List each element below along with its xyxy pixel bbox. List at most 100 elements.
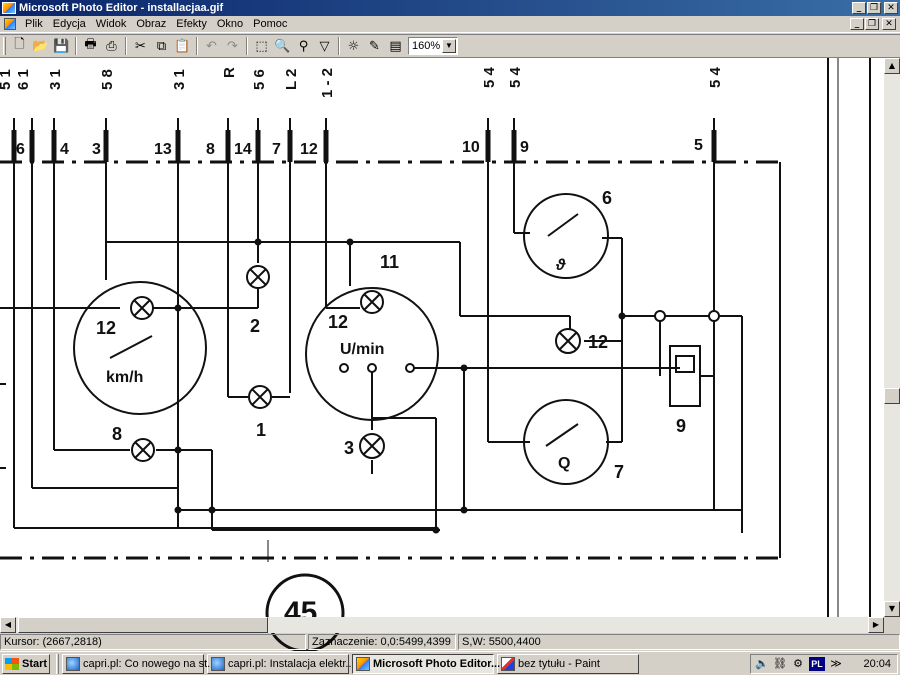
scrollbar-corner: [884, 617, 900, 633]
reg9-label: 9: [676, 416, 686, 436]
status-bar: Kursor: (2667,2818) Zaznaczenie: 0,0:549…: [0, 633, 900, 651]
status-selection: Zaznaczenie: 0,0:5499,4399: [308, 634, 456, 650]
top-label-8: 1 - 2: [319, 68, 336, 98]
top-label-3: 5 8: [99, 69, 116, 90]
properties-icon[interactable]: ▤: [389, 38, 402, 54]
start-label: Start: [22, 657, 48, 670]
scroll-left-icon[interactable]: ◀: [0, 617, 16, 633]
redo-icon[interactable]: ↷: [227, 38, 238, 54]
document-icon[interactable]: [4, 18, 16, 30]
pin-14: 14: [234, 141, 252, 158]
select-icon[interactable]: ⬚: [255, 38, 268, 54]
close-button[interactable]: ✕: [884, 2, 898, 14]
top-label-6: 5 6: [251, 69, 268, 90]
doc-minimize-button[interactable]: _: [850, 18, 864, 30]
open-icon[interactable]: 📂: [32, 38, 49, 54]
chevron-down-icon[interactable]: ▼: [442, 39, 456, 53]
lamp-12-speedo: [130, 296, 154, 320]
lamp-3: [359, 433, 385, 459]
minimize-button[interactable]: _: [852, 2, 866, 14]
brush-icon[interactable]: ✎: [369, 38, 380, 54]
lamp-2: [246, 265, 270, 289]
pin-4: 4: [60, 141, 69, 158]
horizontal-scrollbar[interactable]: ◀ ▶: [0, 617, 884, 633]
toolbar: 🗋 📂 💾 🖶 ⎙ ✂ ⧉ 📋 ↶ ↷ ⬚ 🔍 ⚲ ▽ ☼ ✎ ▤ 160% ▼: [0, 34, 900, 58]
start-button[interactable]: Start: [2, 653, 50, 674]
restore-button[interactable]: ❐: [867, 2, 881, 14]
copy-icon[interactable]: ⧉: [156, 38, 167, 54]
top-label-5: R: [221, 67, 238, 78]
scroll-up-icon[interactable]: ▲: [884, 58, 900, 74]
pin-10: 10: [462, 139, 480, 156]
connection-icon[interactable]: ≫: [830, 657, 842, 670]
photo-editor-icon: [356, 656, 370, 671]
lamp-12-right: [555, 328, 581, 354]
gauge7-symbol: Q: [558, 455, 570, 472]
scroll-down-icon[interactable]: ▼: [884, 601, 900, 617]
lamp-1: [248, 385, 272, 409]
menu-widok[interactable]: Widok: [95, 17, 127, 30]
menu-obraz[interactable]: Obraz: [136, 17, 167, 30]
doc-restore-button[interactable]: ❐: [865, 18, 879, 30]
internet-explorer-icon: [211, 656, 225, 671]
pin-6: 6: [16, 141, 25, 158]
top-label-0: 5 1: [0, 69, 14, 90]
doc-close-button[interactable]: ✕: [882, 18, 896, 30]
sun-icon[interactable]: ☼: [347, 38, 360, 54]
clock: 20:04: [863, 658, 891, 670]
pin-5: 5: [694, 137, 703, 154]
wiring-diagram: 5 1 6 1 3 1 5 8 3 1 R 5 6 L 2 1 - 2 5 4 …: [0, 58, 871, 653]
menu-pomoc[interactable]: Pomoc: [253, 17, 288, 30]
print-preview-icon[interactable]: ⎙: [106, 38, 117, 54]
vertical-scrollbar[interactable]: ▲ ▼: [884, 58, 900, 617]
menu-plik[interactable]: Plik: [25, 17, 43, 30]
zoom-icon[interactable]: 🔍: [274, 38, 291, 54]
toolbar-grip[interactable]: [3, 37, 6, 55]
cut-icon[interactable]: ✂: [135, 38, 146, 54]
save-icon[interactable]: 💾: [53, 38, 70, 54]
print-icon[interactable]: 🖶: [84, 37, 97, 52]
image-canvas[interactable]: 5 1 6 1 3 1 5 8 3 1 R 5 6 L 2 1 - 2 5 4 …: [0, 58, 884, 653]
lamp-12-tacho: [360, 290, 384, 314]
task-paint[interactable]: bez tytułu - Paint: [497, 653, 639, 674]
lamp12-label: 12: [588, 332, 608, 352]
scroll-right-icon[interactable]: ▶: [868, 617, 884, 633]
horizontal-scroll-thumb[interactable]: [18, 617, 268, 633]
task-capri-news[interactable]: capri.pl: Co nowego na st...: [62, 653, 216, 674]
title-bar[interactable]: Microsoft Photo Editor - installacjaa.gi…: [0, 0, 900, 16]
lamp1-label: 1: [256, 420, 266, 440]
menu-efekty[interactable]: Efekty: [176, 17, 207, 30]
menu-bar: Plik Edycja Widok Obraz Efekty Okno Pomo…: [0, 16, 900, 33]
photo-editor-app-icon[interactable]: [2, 2, 16, 14]
undo-icon[interactable]: ↶: [206, 38, 217, 54]
security-icon[interactable]: ⚙: [793, 657, 803, 670]
vertical-scroll-thumb[interactable]: [884, 388, 900, 404]
top-label-11: 5 4: [707, 66, 724, 88]
top-label-9: 5 4: [481, 66, 498, 88]
window-title: Microsoft Photo Editor - installacjaa.gi…: [19, 2, 224, 14]
top-label-2: 3 1: [47, 69, 64, 90]
menu-edycja[interactable]: Edycja: [52, 17, 86, 30]
speedo-number: 12: [96, 318, 116, 338]
lamp8-label: 8: [112, 424, 122, 444]
crop-icon[interactable]: ▽: [319, 38, 330, 54]
paste-icon[interactable]: 📋: [174, 38, 191, 54]
zoom-select[interactable]: 160% ▼: [408, 37, 458, 55]
language-indicator[interactable]: PL: [809, 657, 825, 671]
new-icon[interactable]: 🗋: [14, 37, 25, 52]
task-photo-editor[interactable]: Microsoft Photo Editor...: [352, 653, 500, 674]
menu-okno[interactable]: Okno: [216, 17, 244, 30]
task-capri-installation[interactable]: capri.pl: Instalacja elektr...: [207, 653, 355, 674]
windows-logo-icon: [5, 657, 19, 670]
top-label-10: 5 4: [507, 66, 524, 88]
pan-icon[interactable]: ⚲: [298, 38, 309, 54]
top-label-4: 3 1: [171, 69, 188, 90]
network-icon[interactable]: ⛓: [773, 657, 787, 670]
tacho-number: 12: [328, 312, 348, 332]
status-size: S,W: 5500,4400: [458, 634, 900, 650]
pin-12: 12: [300, 141, 318, 158]
tacho-unit: U/min: [340, 341, 384, 358]
volume-icon[interactable]: 🔈: [755, 657, 769, 670]
paint-icon: [501, 656, 515, 671]
